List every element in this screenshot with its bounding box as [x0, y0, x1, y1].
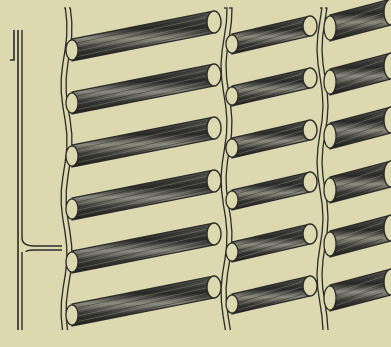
bar-group [66, 0, 391, 326]
bar-col3-row1 [324, 0, 391, 41]
bar-col1-row1-body [72, 11, 214, 61]
bar-col1-row3-right-cap [207, 117, 221, 139]
bar-col2-row5 [226, 224, 317, 262]
bar-col2-row5-left-cap [226, 243, 238, 261]
bar-col1-row4-right-cap [207, 170, 221, 192]
bar-col1-row1-left-cap [66, 40, 78, 60]
bar-col1-row5-body [72, 223, 214, 273]
bar-col2-row3-left-cap [226, 139, 238, 157]
bar-col3-row3-left-cap [324, 124, 336, 148]
bar-col2-row6-left-cap [226, 295, 238, 313]
bar-col3-row2-left-cap [324, 70, 336, 94]
bar-col1-row4-body [72, 170, 214, 220]
bar-col2-row4-right-cap [303, 172, 317, 192]
bar-col2-row3-right-cap [303, 120, 317, 140]
bar-col2-row3 [226, 120, 317, 158]
bar-col3-row6 [324, 269, 391, 311]
bar-col2-row1-right-cap [303, 16, 317, 36]
bar-col1-row1-right-cap [207, 11, 221, 33]
bar-col1-row2 [66, 64, 221, 114]
bar-col3-row4 [324, 161, 391, 203]
bar-col3-row1-left-cap [324, 16, 336, 40]
bar-col1-row2-right-cap [207, 64, 221, 86]
bar-col2-row6 [226, 276, 317, 314]
bar-col1-row5-right-cap [207, 223, 221, 245]
bar-col1-row6 [66, 276, 221, 326]
bar-col3-row3 [324, 107, 391, 149]
bar-col1-row6-left-cap [66, 305, 78, 325]
bar-col1-row6-body [72, 276, 214, 326]
bar-col1-row2-left-cap [66, 93, 78, 113]
bar-col1-row6-right-cap [207, 276, 221, 298]
wavy-stem-3-right [322, 8, 328, 330]
bar-col3-row5 [324, 215, 391, 257]
stem-group [10, 8, 328, 330]
bar-col1-row3 [66, 117, 221, 167]
bar-col2-row2-left-cap [226, 87, 238, 105]
bar-col1-row5-left-cap [66, 252, 78, 272]
bar-col2-row2 [226, 68, 317, 106]
bar-col2-row2-right-cap [303, 68, 317, 88]
bar-col3-row6-left-cap [324, 286, 336, 310]
bar-col2-row1-left-cap [226, 35, 238, 53]
wavy-stem-1-left [61, 8, 67, 330]
bar-col1-row4-left-cap [66, 199, 78, 219]
bar-col1-row4 [66, 170, 221, 220]
bar-col3-row2 [324, 53, 391, 95]
bar-col2-row4-left-cap [226, 191, 238, 209]
bar-col2-row5-right-cap [303, 224, 317, 244]
bar-col1-row5 [66, 223, 221, 273]
bar-col3-row5-left-cap [324, 232, 336, 256]
bar-col1-row2-body [72, 64, 214, 114]
left-stem [10, 30, 18, 330]
bar-col1-row1 [66, 11, 221, 61]
left-stem-branch [22, 30, 62, 246]
left-stem-branch-lower [22, 250, 62, 330]
bar-col2-row1 [226, 16, 317, 54]
bar-col2-row4 [226, 172, 317, 210]
bar-col1-row3-body [72, 117, 214, 167]
wavy-stem-2-right [226, 8, 232, 330]
bar-col1-row3-left-cap [66, 146, 78, 166]
bar-col2-row6-right-cap [303, 276, 317, 296]
bar-col3-row4-left-cap [324, 178, 336, 202]
